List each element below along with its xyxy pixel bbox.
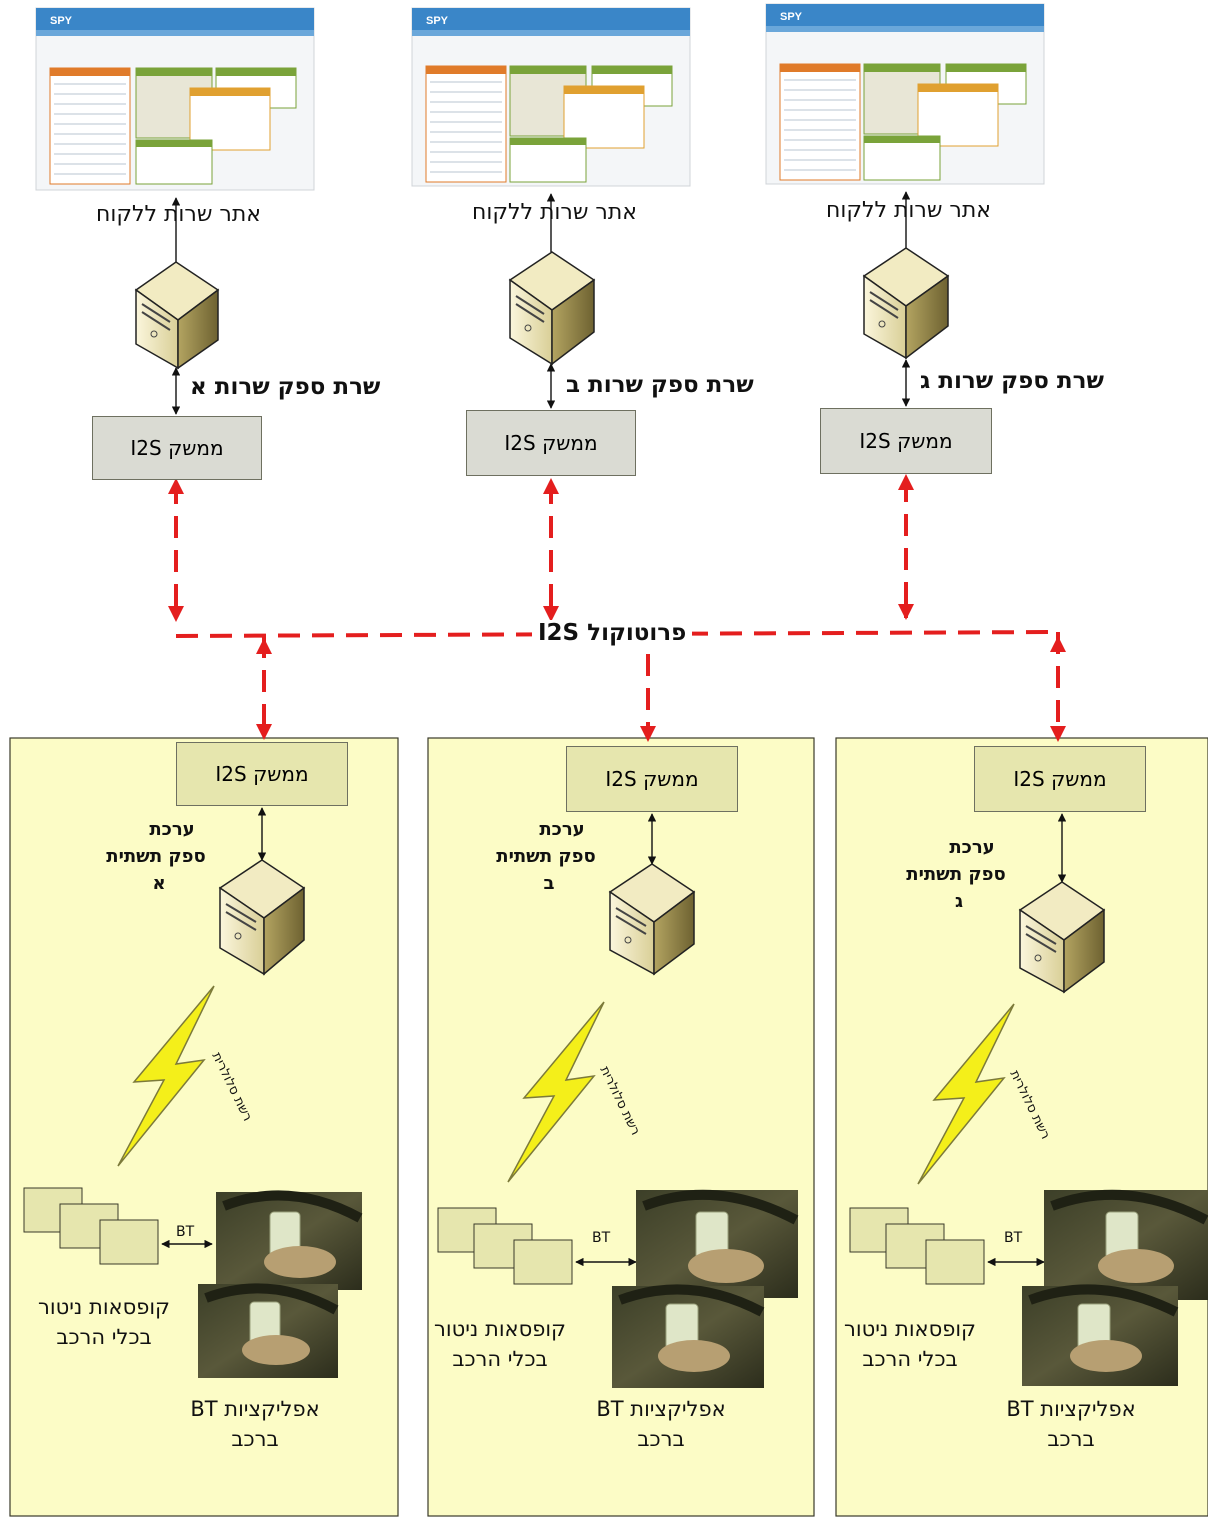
protocol-arrowheads — [168, 474, 1066, 742]
service-server-label-a: שרת ספק שרות א — [190, 374, 381, 400]
bt-label-c: BT — [1004, 1230, 1023, 1246]
client-site-label-c: אתר שרות ללקוח — [826, 198, 992, 223]
client-site-screenshot-a: SPY — [35, 7, 315, 191]
infrastructure-label-a-line3: א — [152, 873, 166, 894]
infrastructure-label-c: ערכת ספק תשתית ג — [896, 834, 1016, 915]
client-site-label-a: אתר שרות ללקוח — [96, 202, 262, 227]
bt-label-a: BT — [176, 1224, 195, 1240]
monitor-boxes-label-b: קופסאות ניטור בכלי הרכב — [420, 1314, 580, 1374]
service-server-icon-a — [134, 261, 220, 370]
car-app-photo-c — [1022, 1189, 1208, 1386]
server-connectors — [171, 191, 1067, 883]
monitor-boxes-b — [437, 1207, 573, 1285]
service-server-icon-c — [862, 247, 950, 360]
i2s-interface-b: ממשק I2S — [466, 410, 636, 476]
bt-apps-label-c: אפליקציות BT ברכב — [996, 1394, 1146, 1454]
i2s-protocol-label: פרוטוקול I2S — [532, 620, 693, 646]
infrastructure-label-b-line3: ב — [543, 873, 555, 894]
infrastructure-label-c-line1: ערכת — [949, 837, 995, 858]
infra-i2s-interface-a: ממשק I2S — [176, 742, 348, 806]
monitor-boxes-label-b-line2: בכלי הרכב — [452, 1347, 548, 1371]
client-site-screenshot-c: SPY — [765, 3, 1045, 185]
i2s-protocol-bus — [174, 480, 1060, 736]
infrastructure-label-c-line2: ספק תשתית — [906, 864, 1006, 885]
client-site-screenshot-b: SPY — [411, 7, 691, 187]
monitor-boxes-label-b-line1: קופסאות ניטור — [434, 1317, 566, 1341]
monitor-boxes-a — [23, 1187, 159, 1265]
bt-links — [161, 1239, 1045, 1267]
infrastructure-server-icon-a — [218, 859, 306, 976]
infrastructure-label-c-line3: ג — [954, 891, 964, 912]
bt-apps-label-c-line1: אפליקציות BT — [1006, 1397, 1136, 1421]
spy-logo-b: SPY — [426, 15, 449, 27]
monitor-boxes-label-a-line1: קופסאות ניטור — [38, 1295, 170, 1319]
monitor-boxes-label-a-line2: בכלי הרכב — [56, 1325, 152, 1349]
infrastructure-label-b: ערכת ספק תשתית ב — [486, 816, 606, 897]
car-app-photo-b — [612, 1189, 799, 1388]
i2s-interface-c: ממשק I2S — [820, 408, 992, 474]
infra-i2s-interface-b: ממשק I2S — [566, 746, 738, 812]
zone-c — [835, 737, 1208, 1517]
infra-i2s-interface-c: ממשק I2S — [974, 746, 1146, 812]
monitor-boxes-label-a: קופסאות ניטור בכלי הרכב — [24, 1292, 184, 1352]
bt-apps-label-a: אפליקציות BT ברכב — [180, 1394, 330, 1454]
infrastructure-label-b-line1: ערכת — [539, 819, 585, 840]
bt-apps-label-a-line1: אפליקציות BT — [190, 1397, 320, 1421]
service-server-label-b: שרת ספק שרות ב — [566, 372, 754, 398]
car-app-photo-a — [198, 1190, 363, 1378]
bt-apps-label-c-line2: ברכב — [1047, 1427, 1095, 1451]
bt-label-b: BT — [592, 1230, 611, 1246]
bt-apps-label-a-line2: ברכב — [231, 1427, 279, 1451]
service-server-label-c: שרת ספק שרות ג — [920, 368, 1104, 394]
i2s-interface-a: ממשק I2S — [92, 416, 262, 480]
infrastructure-server-icon-c — [1018, 881, 1106, 994]
infrastructure-label-a-line2: ספק תשתית — [106, 846, 206, 867]
infrastructure-label-b-line2: ספק תשתית — [496, 846, 596, 867]
infrastructure-label-a-line1: ערכת — [149, 819, 195, 840]
monitor-boxes-label-c: קופסאות ניטור בכלי הרכב — [830, 1314, 990, 1374]
monitor-boxes-label-c-line2: בכלי הרכב — [862, 1347, 958, 1371]
cellular-lightning-icon-c — [917, 1003, 1015, 1185]
monitor-boxes-c — [849, 1207, 985, 1285]
infrastructure-server-icon-b — [608, 863, 696, 976]
bt-apps-label-b: אפליקציות BT ברכב — [586, 1394, 736, 1454]
bt-apps-label-b-line2: ברכב — [637, 1427, 685, 1451]
monitor-boxes-label-c-line1: קופסאות ניטור — [844, 1317, 976, 1341]
zone-a — [9, 737, 399, 1517]
bt-apps-label-b-line1: אפליקציות BT — [596, 1397, 726, 1421]
spy-logo-c: SPY — [780, 11, 803, 23]
cellular-lightning-icon-b — [507, 1001, 605, 1183]
spy-logo-a: SPY — [50, 15, 73, 27]
client-site-label-b: אתר שרות ללקוח — [472, 200, 638, 225]
cellular-lightning-icon-a — [117, 985, 215, 1167]
service-server-icon-b — [508, 251, 596, 366]
infrastructure-label-a: ערכת ספק תשתית א — [96, 816, 216, 897]
